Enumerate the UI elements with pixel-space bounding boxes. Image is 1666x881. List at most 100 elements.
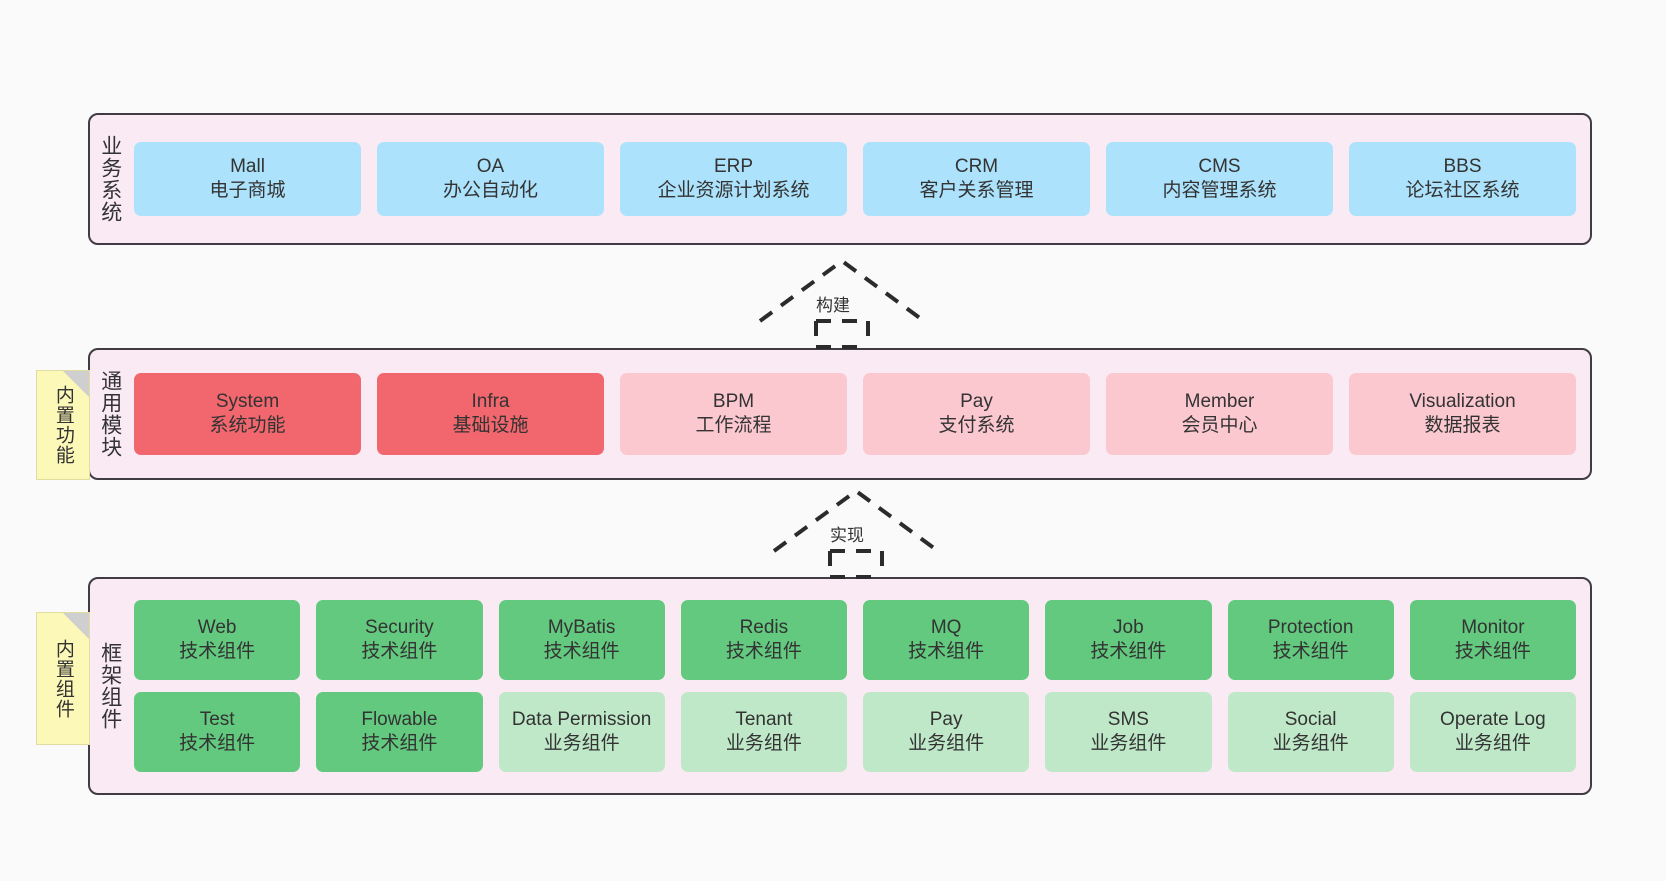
node-name: MyBatis	[547, 616, 616, 638]
node-desc: 技术组件	[1090, 641, 1167, 662]
node-desc: 技术组件	[1272, 641, 1349, 662]
node-desc: 工作流程	[695, 415, 772, 436]
node-name: Member	[1184, 390, 1255, 412]
layer-title-business: 业务系统	[98, 135, 122, 223]
node-desc: 技术组件	[179, 733, 256, 754]
arrowhead-triangle-dashed	[772, 488, 940, 553]
node-name: Redis	[739, 616, 789, 638]
connector-build: 构建	[756, 257, 928, 349]
connector-stem-dashed	[828, 549, 884, 579]
node-name: CMS	[1198, 155, 1241, 177]
node-web[interactable]: Web 技术组件	[134, 600, 301, 680]
node-desc: 客户关系管理	[919, 180, 1034, 201]
layer-panel-framework: 框架组件 Web 技术组件 Security 技术组件 MyBatis 技术组件 Redis 技…	[88, 577, 1592, 795]
node-name: MQ	[930, 616, 962, 638]
node-infra[interactable]: Infra 基础设施	[377, 373, 604, 455]
node-desc: 支付系统	[938, 415, 1015, 436]
connector-build-label: 构建	[814, 291, 852, 316]
arrowhead-triangle-dashed	[758, 258, 926, 323]
node-name: System	[215, 390, 280, 412]
node-name: Operate Log	[1440, 708, 1546, 730]
node-pay[interactable]: Pay 支付系统	[863, 373, 1090, 455]
node-name: Monitor	[1461, 616, 1525, 638]
node-job[interactable]: Job 技术组件	[1045, 600, 1212, 680]
node-desc: 业务组件	[543, 733, 620, 754]
node-desc: 技术组件	[1454, 641, 1531, 662]
connector-impl-label: 实现	[828, 521, 866, 546]
node-name: Data Permission	[511, 708, 652, 730]
node-data-permission[interactable]: Data Permission 业务组件	[498, 692, 665, 772]
node-pay[interactable]: Pay 业务组件	[863, 692, 1030, 772]
layer-title-modules: 通用模块	[98, 370, 122, 458]
node-visualization[interactable]: Visualization 数据报表	[1349, 373, 1576, 455]
node-name: Infra	[471, 390, 510, 412]
node-desc: 基础设施	[452, 415, 529, 436]
node-monitor[interactable]: Monitor 技术组件	[1409, 600, 1576, 680]
note-label: 内置组件	[52, 638, 74, 719]
node-desc: 论坛社区系统	[1405, 180, 1520, 201]
node-desc: 业务组件	[725, 733, 802, 754]
node-protection[interactable]: Protection 技术组件	[1227, 600, 1394, 680]
node-desc: 会员中心	[1181, 415, 1258, 436]
node-desc: 业务组件	[1090, 733, 1167, 754]
node-name: CRM	[954, 155, 999, 177]
note-components: 内置组件	[36, 612, 90, 745]
node-name: Social	[1284, 708, 1337, 730]
node-crm[interactable]: CRM 客户关系管理	[863, 142, 1090, 216]
node-name: Pay	[960, 390, 993, 412]
node-desc: 电子商城	[209, 180, 286, 201]
node-sms[interactable]: SMS 业务组件	[1045, 692, 1212, 772]
node-security[interactable]: Security 技术组件	[316, 600, 483, 680]
node-social[interactable]: Social 业务组件	[1227, 692, 1394, 772]
node-name: SMS	[1107, 708, 1149, 730]
node-name: Protection	[1267, 616, 1354, 638]
node-name: Visualization	[1409, 390, 1516, 412]
node-erp[interactable]: ERP 企业资源计划系统	[620, 142, 847, 216]
connector-impl: 实现	[770, 487, 942, 579]
node-name: Flowable	[361, 708, 438, 730]
node-name: Pay	[929, 708, 963, 730]
node-name: ERP	[713, 155, 754, 177]
node-desc: 技术组件	[361, 733, 438, 754]
node-name: Security	[365, 616, 434, 638]
node-tenant[interactable]: Tenant 业务组件	[680, 692, 847, 772]
node-desc: 企业资源计划系统	[657, 180, 810, 201]
node-mybatis[interactable]: MyBatis 技术组件	[498, 600, 665, 680]
node-name: Job	[1113, 616, 1144, 638]
node-mall[interactable]: Mall 电子商城	[134, 142, 361, 216]
node-desc: 数据报表	[1424, 415, 1501, 436]
node-desc: 业务组件	[1272, 733, 1349, 754]
node-desc: 技术组件	[725, 641, 802, 662]
node-desc: 办公自动化	[442, 180, 538, 201]
node-member[interactable]: Member 会员中心	[1106, 373, 1333, 455]
node-redis[interactable]: Redis 技术组件	[680, 600, 847, 680]
node-bpm[interactable]: BPM 工作流程	[620, 373, 847, 455]
node-desc: 业务组件	[908, 733, 985, 754]
node-desc: 技术组件	[543, 641, 620, 662]
node-desc: 技术组件	[908, 641, 985, 662]
node-name: Tenant	[735, 708, 793, 730]
layer-title-framework: 框架组件	[98, 642, 122, 730]
node-mq[interactable]: MQ 技术组件	[863, 600, 1030, 680]
node-flowable[interactable]: Flowable 技术组件	[316, 692, 483, 772]
node-name: BPM	[712, 390, 755, 412]
node-desc: 技术组件	[361, 641, 438, 662]
node-name: Web	[197, 616, 237, 638]
node-name: Mall	[230, 155, 265, 177]
node-desc: 技术组件	[179, 641, 256, 662]
